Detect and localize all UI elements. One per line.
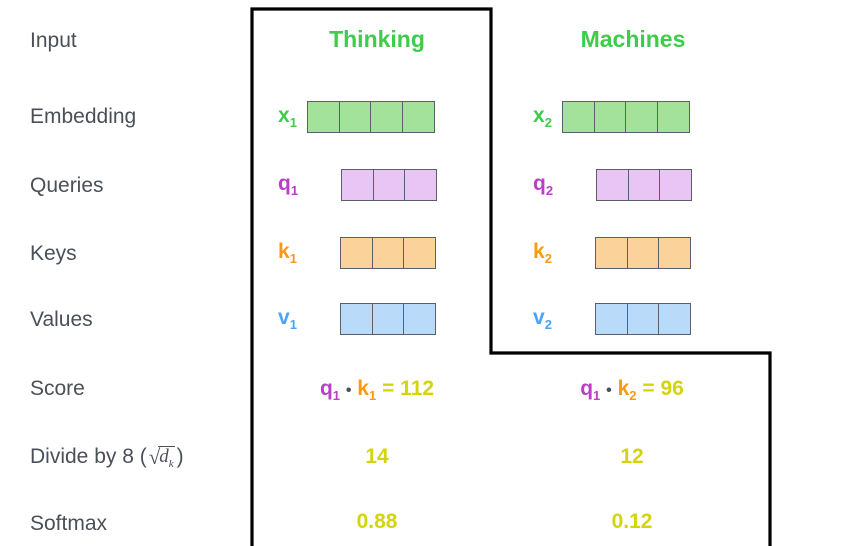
- vector-tag-q2: q2: [533, 171, 554, 199]
- cell: [339, 237, 373, 269]
- subscript: 2: [544, 251, 552, 267]
- radicand-variable: d: [159, 446, 169, 467]
- score-left-term: q1: [319, 377, 340, 404]
- cell: [657, 101, 691, 133]
- sqrt-dk-expression: √dk: [147, 446, 177, 471]
- equals-sign: =: [642, 377, 655, 400]
- cell: [371, 237, 405, 269]
- score-right-term: k2: [617, 377, 637, 404]
- subscript: 1: [593, 388, 601, 404]
- key-vector-k2: k2: [533, 237, 692, 269]
- cell: [370, 101, 404, 133]
- row-label-input: Input: [30, 29, 77, 52]
- query-vector-q2: q2: [533, 169, 693, 201]
- row-label-score: Score: [30, 377, 85, 400]
- score-expression-col2: q1 • k2 = 96: [512, 378, 752, 402]
- cell: [626, 303, 660, 335]
- score-result: 96: [660, 377, 684, 400]
- cell: [404, 169, 438, 201]
- vector-tag-k2: k2: [533, 239, 552, 267]
- cell: [402, 101, 436, 133]
- key-vector-k1: k1: [278, 237, 437, 269]
- score-right-term: k1: [357, 377, 377, 404]
- dot-product-operator-icon: •: [606, 382, 612, 399]
- cell: [625, 101, 659, 133]
- row-label-values: Values: [30, 308, 93, 331]
- divide-label-suffix: ): [176, 445, 184, 468]
- column-header-machines: Machines: [580, 26, 686, 52]
- divide-result-col2: 12: [620, 445, 644, 468]
- embedding-vector-x1: x1: [278, 101, 436, 133]
- cell: [658, 237, 692, 269]
- row-label-keys: Keys: [30, 242, 77, 265]
- embedding-cells-x2: [561, 101, 691, 133]
- cell: [659, 169, 693, 201]
- embedding-cells-x1: [306, 101, 436, 133]
- cell: [338, 101, 372, 133]
- radicand: dk: [158, 446, 175, 470]
- embedding-vector-x2: x2: [533, 101, 691, 133]
- query-vector-q1: q1: [278, 169, 438, 201]
- row-label-embedding: Embedding: [30, 105, 137, 128]
- subscript: 2: [544, 115, 552, 131]
- equals-sign: =: [382, 377, 395, 400]
- divide-result-col1: 14: [365, 445, 389, 468]
- vector-tag-v2: v2: [533, 305, 552, 333]
- vector-tag-k1: k1: [278, 239, 297, 267]
- radical-sign: √: [148, 445, 161, 469]
- cell: [306, 101, 340, 133]
- subscript: 1: [289, 251, 297, 267]
- value-vector-v2: v2: [533, 303, 692, 335]
- cell: [341, 169, 375, 201]
- column-header-thinking: Thinking: [329, 26, 425, 52]
- cell: [339, 303, 373, 335]
- score-left-term: q1: [580, 377, 601, 404]
- value-cells-v1: [339, 303, 437, 335]
- cell: [594, 303, 628, 335]
- value-cells-v2: [594, 303, 692, 335]
- vector-tag-v1: v1: [278, 305, 297, 333]
- subscript: 1: [289, 317, 297, 333]
- vector-tag-q1: q1: [278, 171, 299, 199]
- cell: [371, 303, 405, 335]
- softmax-result-col1: 0.88: [356, 510, 398, 533]
- dot-product-operator-icon: •: [345, 382, 352, 399]
- subscript: 2: [545, 183, 554, 199]
- query-cells-q2: [596, 169, 693, 201]
- subscript: 1: [332, 388, 340, 404]
- cell: [561, 101, 595, 133]
- cell: [372, 169, 406, 201]
- cell: [594, 237, 628, 269]
- vector-tag-x2: x2: [533, 103, 552, 131]
- subscript: 1: [368, 388, 377, 404]
- cell: [658, 303, 692, 335]
- divide-label-prefix: Divide by 8 (: [30, 445, 147, 468]
- row-label-softmax: Softmax: [30, 512, 108, 535]
- cell: [403, 303, 437, 335]
- softmax-result-col2: 0.12: [611, 510, 653, 533]
- vector-tag-x1: x1: [278, 103, 297, 131]
- score-result: 112: [400, 377, 435, 400]
- cell: [627, 169, 661, 201]
- cell: [626, 237, 660, 269]
- subscript: 1: [290, 183, 299, 199]
- cell: [593, 101, 627, 133]
- key-cells-k1: [339, 237, 437, 269]
- radicand-subscript: k: [168, 457, 174, 470]
- query-cells-q1: [341, 169, 438, 201]
- subscript: 2: [544, 317, 552, 333]
- row-label-queries: Queries: [30, 174, 104, 197]
- subscript: 1: [289, 115, 297, 131]
- value-vector-v1: v1: [278, 303, 437, 335]
- row-label-divide-by-8: Divide by 8 (√dk): [30, 446, 184, 471]
- subscript: 2: [629, 388, 637, 404]
- key-cells-k2: [594, 237, 692, 269]
- cell: [403, 237, 437, 269]
- score-expression-col1: q1 • k1 = 112: [257, 378, 497, 402]
- cell: [596, 169, 630, 201]
